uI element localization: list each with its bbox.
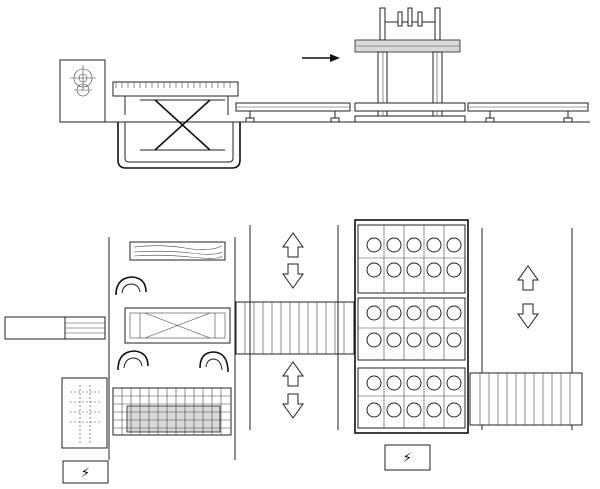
up-down-arrows-icon (517, 265, 539, 329)
roller-row (115, 82, 231, 88)
plan-view: ⚡ (4, 219, 583, 484)
scissor-arm (154, 99, 211, 151)
machine-head-block (357, 297, 466, 361)
gripper-icon (117, 350, 149, 371)
control-panel-plan (61, 377, 108, 449)
transfer-conveyor-plan (235, 301, 355, 355)
lift-table-plan (124, 307, 231, 344)
grid-pattern (113, 388, 231, 435)
machine-head-block (357, 367, 466, 429)
grid-table-plan (112, 387, 232, 436)
electrical-cabinet-icon: ⚡ (384, 444, 431, 471)
roller-conveyor-side (467, 102, 589, 123)
gripper-icon (199, 351, 229, 373)
roller-conveyor-side (235, 102, 351, 123)
infeed-conveyor-plan (4, 316, 106, 340)
up-down-arrows-icon (282, 361, 304, 419)
right-arrow-icon (302, 54, 340, 62)
electrical-cabinet-icon: ⚡ (62, 460, 109, 484)
lightning-symbol: ⚡ (403, 451, 412, 466)
gripper-icon (115, 276, 147, 296)
crosshair-icon (70, 65, 96, 97)
gantry-machine-side (354, 7, 466, 123)
machine-head-block (357, 224, 466, 294)
outfeed-conveyor-plan (469, 372, 583, 426)
gantry-machine-plan (354, 219, 469, 434)
control-panel-side (59, 59, 106, 123)
side-elevation-view (59, 7, 590, 169)
lightning-symbol: ⚡ (81, 466, 90, 481)
material-stack (129, 241, 226, 261)
lift-pit (117, 122, 241, 169)
scissor-lift-table (112, 81, 239, 151)
up-down-arrows-icon (282, 232, 304, 289)
